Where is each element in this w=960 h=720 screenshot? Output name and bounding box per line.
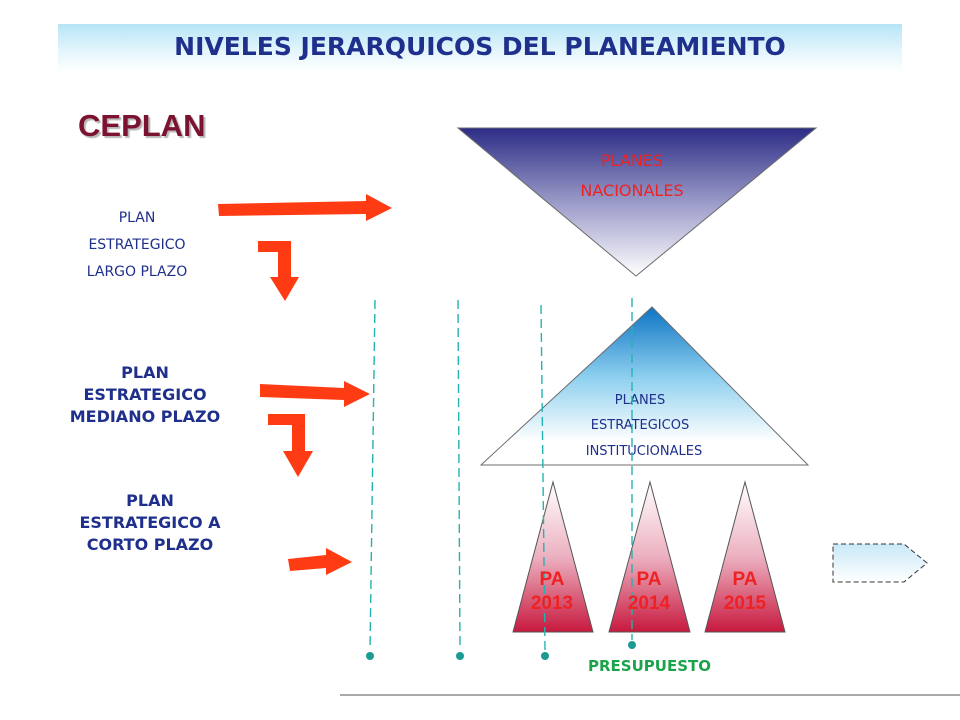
dot-2 — [456, 652, 464, 660]
pa-label-line: PA — [732, 569, 758, 590]
dashed-line-1 — [369, 299, 376, 651]
label-plan-corto-plazo: PLAN ESTRATEGICO A CORTO PLAZO — [50, 490, 250, 556]
dashed-line-3 — [540, 304, 546, 651]
pa-label-line: PA — [539, 569, 565, 590]
dot-4 — [628, 641, 636, 649]
planes-institucionales-line1: PLANES — [615, 393, 665, 408]
arrow-right-corto — [288, 548, 352, 575]
pa-label-line: 2014 — [627, 593, 671, 614]
right-arrow-box — [832, 543, 928, 583]
dot-1 — [366, 652, 374, 660]
label-plan-mediano-plazo: PLAN ESTRATEGICO MEDIANO PLAZO — [40, 362, 250, 428]
title-band: NIVELES JERARQUICOS DEL PLANEAMIENTO — [58, 24, 902, 72]
label-line: MEDIANO PLAZO — [69, 407, 221, 426]
presupuesto-label: PRESUPUESTO — [588, 657, 711, 675]
pa-2013-triangle — [512, 480, 594, 633]
dashed-line-2 — [457, 299, 461, 651]
label-line: LARGO PLAZO — [86, 264, 188, 280]
pa-2013-label: PA 2013 — [512, 568, 592, 616]
pa-label-line: PA — [636, 569, 662, 590]
dot-3 — [541, 652, 549, 660]
planes-nacionales-line1: PLANES — [601, 151, 663, 170]
page-title: NIVELES JERARQUICOS DEL PLANEAMIENTO — [174, 32, 786, 61]
pa-label-line: 2013 — [530, 593, 574, 614]
arrow-right-largo — [218, 194, 392, 221]
label-line: ESTRATEGICO — [83, 385, 207, 404]
pa-2014-label: PA 2014 — [609, 568, 689, 616]
arrow-right-mediano — [260, 381, 370, 407]
label-line: PLAN — [121, 363, 169, 382]
label-line: ESTRATEGICO A — [79, 513, 221, 532]
planes-institucionales-line3: INSTITUCIONALES — [586, 444, 703, 459]
pa-2014-triangle — [608, 480, 691, 633]
label-line: PLAN — [126, 491, 174, 510]
planes-institucionales-triangle — [479, 306, 810, 466]
planes-nacionales-line2: NACIONALES — [580, 181, 683, 200]
label-line: CORTO PLAZO — [86, 535, 214, 554]
ceplan-logo-text: CEPLAN — [78, 108, 206, 143]
label-line: ESTRATEGICO — [88, 237, 186, 253]
planes-institucionales-line2: ESTRATEGICOS — [591, 418, 689, 433]
pa-2015-label: PA 2015 — [705, 568, 785, 616]
pa-label-line: 2015 — [723, 593, 767, 614]
arrow-down-largo — [258, 241, 299, 301]
pa-2015-triangle — [704, 480, 786, 633]
label-line: PLAN — [118, 210, 156, 226]
label-plan-largo-plazo: PLAN ESTRATEGICO LARGO PLAZO — [62, 205, 212, 286]
planes-nacionales-triangle — [456, 127, 818, 277]
arrow-down-mediano — [268, 414, 313, 477]
